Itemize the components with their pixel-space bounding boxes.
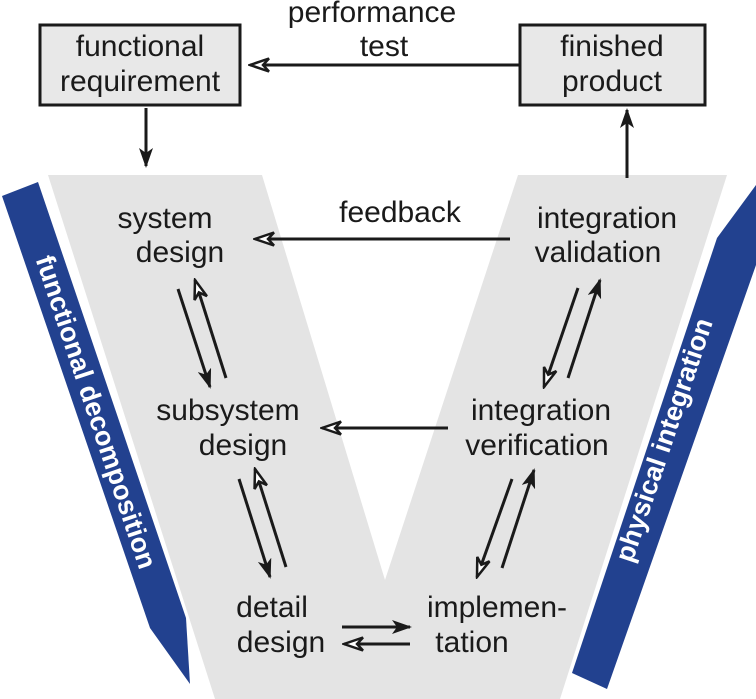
detail-design-line2: design [237, 626, 325, 659]
system-design-line1: system [117, 202, 212, 235]
finished-product-line2: product [562, 65, 663, 98]
implementation-to-verification-arrow [500, 468, 536, 569]
detail-design-line1: detail [236, 591, 308, 624]
integration-verification-line1: integration [471, 394, 611, 427]
finished-product-box: finished product [518, 23, 707, 107]
integration-validation-line1: integration [537, 202, 677, 235]
implementation-line1: implemen- [427, 591, 567, 624]
integration-verification-line2: verification [465, 429, 608, 462]
performance-test-line2: test [360, 30, 409, 63]
subsystem-design-line2: design [199, 429, 287, 462]
verification-to-implementation-arrow [475, 478, 514, 577]
functional-requirement-box: functional requirement [38, 23, 242, 107]
functional-requirement-line1: functional [76, 30, 204, 63]
subsystem-to-system-arrow [195, 280, 228, 379]
v-shape-background [48, 175, 727, 699]
performance-test-line1: performance [288, 0, 456, 29]
physical-integration-band [572, 185, 756, 689]
system-to-subsystem-arrow [176, 288, 212, 389]
feedback-label: feedback [339, 196, 462, 229]
functional-requirement-line2: requirement [60, 65, 221, 98]
subsystem-to-detail-arrow [237, 478, 272, 579]
subsystem-design-line1: subsystem [156, 394, 299, 427]
system-design-line2: design [136, 236, 224, 269]
implementation-line2: tation [435, 626, 508, 659]
validation-to-verification-arrow [542, 287, 580, 387]
detail-to-subsystem-arrow [255, 469, 288, 568]
finished-product-line1: finished [560, 30, 663, 63]
integration-validation-line2: validation [535, 236, 662, 269]
functional-decomposition-band [2, 182, 190, 684]
verification-to-validation-arrow [566, 278, 602, 379]
